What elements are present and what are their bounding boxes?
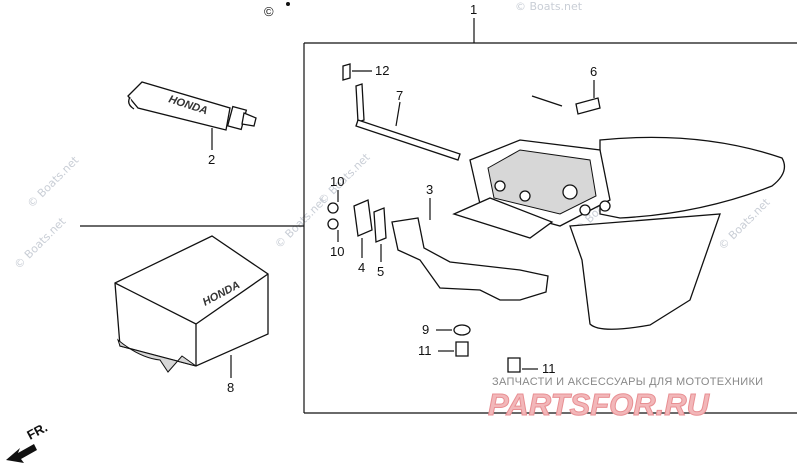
label-7: 7 [396,88,403,103]
watermark: © Boats.net [25,153,82,210]
label-12: 12 [375,63,389,78]
part-12-clip: 12 [342,63,389,81]
part-8-cover: HONDA 8 [114,235,269,395]
watermark: © Boats.net [12,214,69,271]
dot-mark [286,2,290,6]
store-name: PARTSFOR.RU [488,387,711,422]
part-3-mount-bracket: 3 [391,182,549,301]
part-10-bolts: 10 10 [327,174,344,259]
part-11-bolt-right: 11 [507,357,556,376]
label-9: 9 [422,322,429,337]
label-11-left: 11 [418,343,432,358]
part-9-washer: 9 [422,322,471,337]
part-11-bolt-left: 11 [418,341,469,358]
label-2: 2 [208,152,215,167]
part-7-rod: 7 [355,83,461,161]
part-6-bracket: 6 [575,64,601,115]
copyright-mark: © [264,4,274,19]
part-4-plate: 4 [353,199,373,275]
assembly-frame: 1 [303,2,797,414]
label-1: 1 [470,2,477,17]
label-5: 5 [377,264,384,279]
label-3: 3 [426,182,433,197]
front-direction-arrow: FR. [6,420,50,463]
part-2-grease-tube: HONDA 2 [127,81,257,167]
store-tagline: ЗАПЧАСТИ И АКСЕССУАРЫ ДЛЯ МОТОТЕХНИКИ [492,376,763,388]
watermark: © Boats.net [515,0,583,13]
direction-label: FR. [24,420,50,443]
part-5-plate: 5 [373,207,387,279]
label-8: 8 [227,380,234,395]
label-10-lower: 10 [330,244,344,259]
label-6: 6 [590,64,597,79]
label-4: 4 [358,260,365,275]
label-11-right: 11 [542,361,556,376]
label-10-upper: 10 [330,174,344,189]
watermark: © Boats.net [716,195,773,252]
lower-cowling-assembly [452,95,786,330]
store-logo: ЗАПЧАСТИ И АКСЕССУАРЫ ДЛЯ МОТОТЕХНИКИ PA… [488,376,764,423]
